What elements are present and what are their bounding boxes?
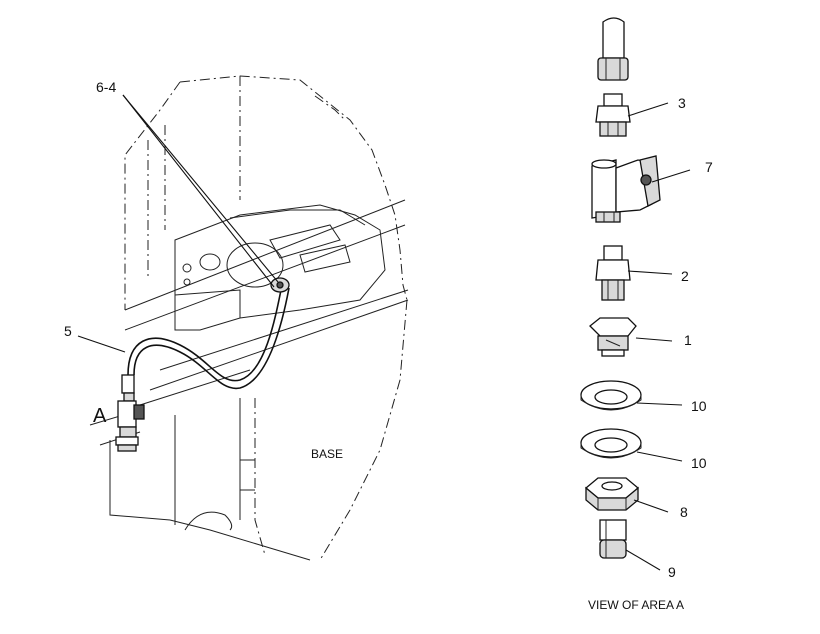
part-9-cap	[599, 519, 627, 559]
block-bore-large	[226, 242, 284, 288]
leader-10-upper	[636, 402, 683, 406]
leader-10-lower	[636, 451, 683, 462]
part-10-washer-lower	[580, 428, 642, 459]
base-lower-bracket	[240, 459, 255, 491]
leader-1	[635, 337, 673, 342]
part-7-valve	[591, 155, 661, 223]
block-tube	[269, 224, 341, 259]
housing-outline	[179, 75, 408, 301]
leader-9	[625, 549, 661, 571]
hose-end	[597, 17, 629, 81]
hose-5-inner	[133, 287, 290, 390]
part-2-nipple	[595, 245, 631, 301]
frame-rail-2	[124, 224, 406, 331]
base-lower-dashed-edge	[254, 398, 266, 556]
leader-5	[77, 335, 126, 353]
block-outline	[174, 204, 386, 331]
frame-rail-3	[159, 289, 409, 371]
block-bore-small	[199, 253, 221, 271]
leader-8	[633, 499, 669, 513]
leader-7	[651, 169, 691, 183]
part-1-bulkhead-fitting	[589, 317, 637, 357]
callout-10-upper: 10	[691, 398, 707, 414]
part-3-adapter	[595, 93, 631, 137]
base-bottom-curve	[184, 511, 233, 531]
base-right-dashed-edge	[319, 299, 408, 561]
callout-10-lower: 10	[691, 455, 707, 471]
callout-2: 2	[681, 268, 689, 284]
callout-1: 1	[684, 332, 692, 348]
callout-9: 9	[668, 564, 676, 580]
base-lower-left	[109, 440, 171, 521]
frame-rail-1	[124, 199, 406, 311]
block-top-face	[229, 209, 366, 226]
view-caption: VIEW OF AREA A	[588, 598, 684, 612]
base-lower-bottom	[169, 519, 311, 561]
exploded-view-area-a: 3 7 2	[580, 17, 713, 612]
fitting-6-4	[270, 277, 290, 293]
callout-5: 5	[64, 323, 72, 339]
hose-5	[127, 284, 283, 382]
callout-6-4: 6-4	[96, 79, 116, 95]
leader-2	[627, 270, 673, 275]
frame-rail-5	[139, 369, 251, 406]
block-inner-edge	[174, 289, 241, 318]
housing-outline-left	[124, 81, 181, 310]
base-assembly-drawing: 6-4 5 A BASE	[64, 75, 409, 561]
callout-3: 3	[678, 95, 686, 111]
leader-3	[627, 102, 669, 117]
block-tube-2	[299, 244, 351, 273]
leader-6-4-b	[122, 94, 275, 288]
block-bolt-1	[182, 263, 192, 273]
block-bolt-2	[183, 278, 191, 286]
callout-7: 7	[705, 159, 713, 175]
housing-inner-top	[314, 95, 346, 121]
part-10-washer-upper	[580, 380, 642, 411]
part-8-nut	[584, 477, 640, 511]
area-a-valve-assembly	[115, 374, 145, 452]
callout-8: 8	[680, 504, 688, 520]
frame-rail-4	[149, 299, 409, 391]
leader-6-4-a	[122, 94, 279, 283]
callout-area-a: A	[93, 405, 107, 427]
base-label: BASE	[311, 447, 343, 461]
